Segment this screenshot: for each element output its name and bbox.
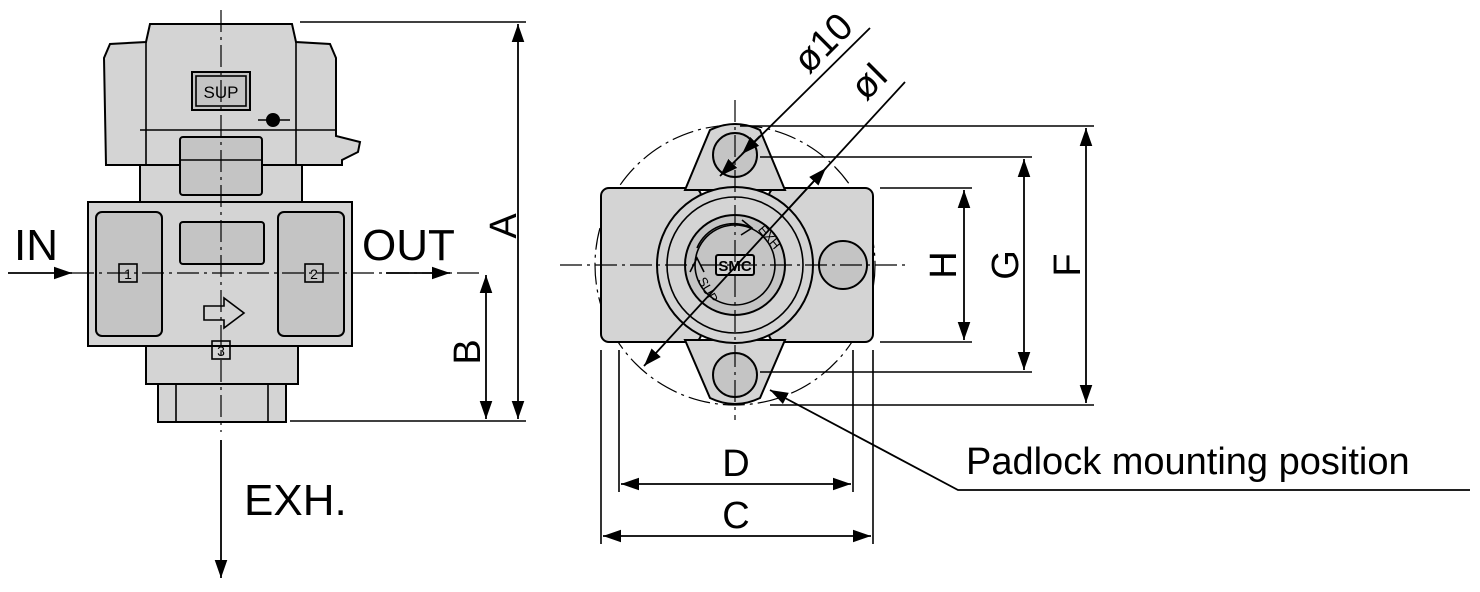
dimension-f-label: F bbox=[1047, 253, 1089, 276]
padlock-callout-leader bbox=[769, 389, 1470, 491]
dimension-g-label: G bbox=[985, 250, 1027, 280]
port-number-3: 3 bbox=[217, 343, 225, 359]
port-number-2: 2 bbox=[310, 266, 318, 282]
port-in-label: IN bbox=[14, 221, 58, 270]
port-number-1: 1 bbox=[124, 266, 132, 282]
dimension-d-label: D bbox=[722, 443, 749, 485]
dimension-c-label: C bbox=[722, 495, 749, 537]
side-view: SUP 1 2 3 IN OUT EXH. bbox=[8, 10, 526, 578]
top-view: SMC EXH SUP ø10 øI F G H C bbox=[560, 6, 1470, 544]
flow-direction-icon bbox=[203, 296, 246, 330]
port-exh-label: EXH. bbox=[244, 476, 347, 525]
valve-lower-body bbox=[145, 345, 299, 385]
dimension-a-label: A bbox=[483, 213, 525, 239]
exhaust-port-nut bbox=[157, 383, 287, 423]
dimension-h-label: H bbox=[923, 251, 965, 278]
padlock-callout-label: Padlock mounting position bbox=[966, 441, 1410, 483]
port-out-label: OUT bbox=[362, 221, 455, 270]
dimension-b-label: B bbox=[447, 339, 489, 364]
diameter-i-leader bbox=[643, 81, 906, 367]
